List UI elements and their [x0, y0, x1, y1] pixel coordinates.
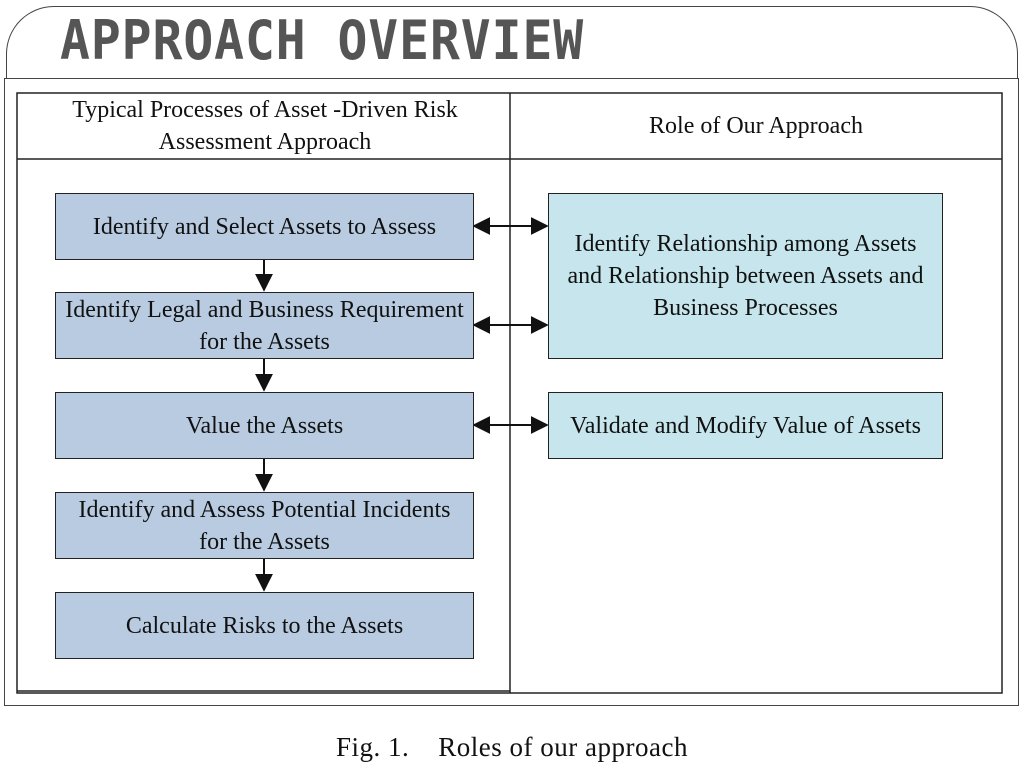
role-box-validate-value: Validate and Modify Value of Assets: [548, 392, 943, 459]
process-box-incidents: Identify and Assess Potential Incidents …: [55, 492, 474, 559]
slide-title: APPROACH OVERVIEW: [60, 9, 585, 72]
left-column-header: Typical Processes of Asset -Driven Risk …: [72, 97, 458, 155]
figure-caption: Fig. 1. Roles of our approach: [336, 732, 688, 762]
right-column-header: Role of Our Approach: [649, 113, 863, 139]
process-box-calculate-risks: Calculate Risks to the Assets: [55, 592, 474, 659]
process-box-value-assets: Value the Assets: [55, 392, 474, 459]
process-box-legal-business: Identify Legal and Business Requirement …: [55, 292, 474, 359]
process-box-identify-select: Identify and Select Assets to Assess: [55, 193, 474, 260]
role-box-relationships: Identify Relationship among Assets and R…: [548, 193, 943, 359]
